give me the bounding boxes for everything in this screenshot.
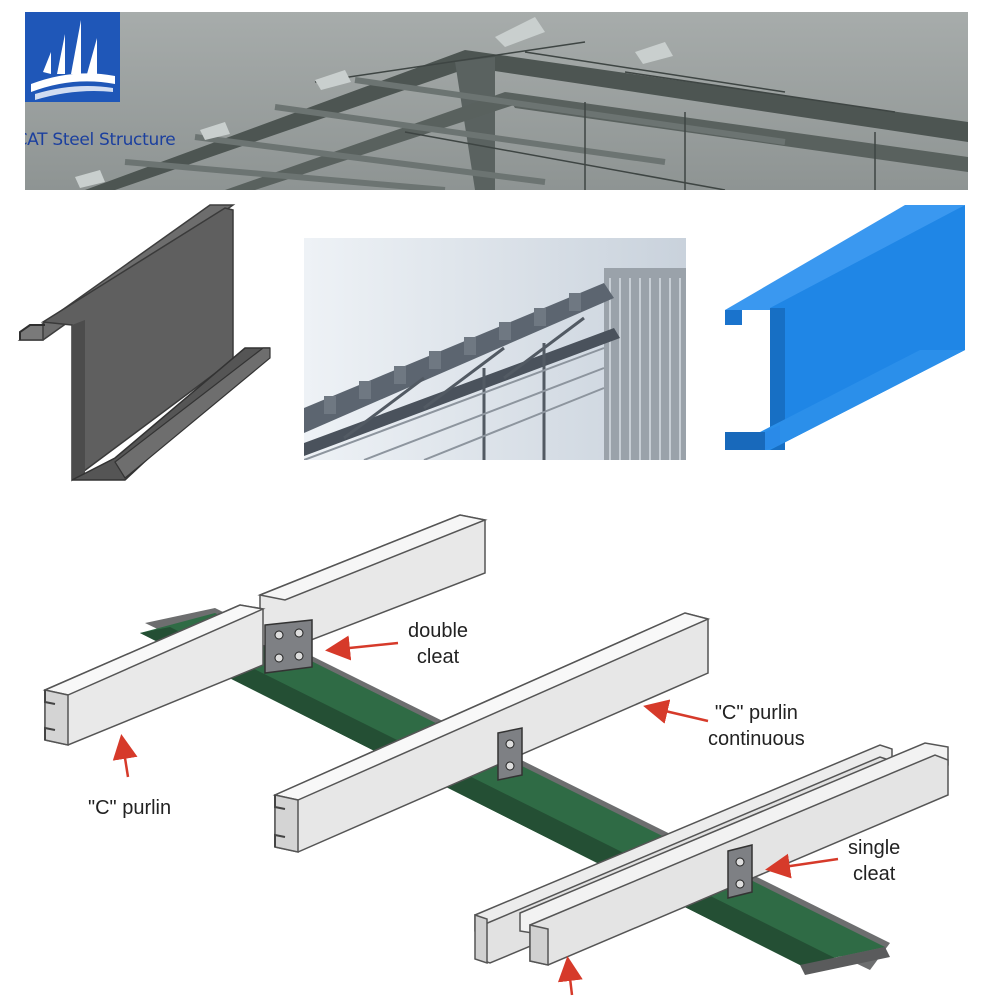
arrow-c-purlin bbox=[112, 734, 138, 778]
roof-structure-drawing bbox=[304, 238, 686, 460]
label-c-continuous-line2: continuous bbox=[708, 728, 805, 750]
label-single-cleat-line1: single bbox=[848, 837, 901, 859]
single-cleat-middle bbox=[497, 727, 523, 781]
label-double-cleat-line2: cleat bbox=[416, 646, 460, 668]
purlin-connection-diagram: double cleat "C" purlin continuous "C" p… bbox=[0, 495, 1000, 1000]
single-cleat-right bbox=[727, 844, 753, 899]
arrow-c-continuous bbox=[643, 699, 709, 724]
label-single-cleat-line2: cleat bbox=[853, 863, 896, 885]
c-purlin-continuous-middle bbox=[272, 612, 711, 853]
label-c-continuous-line1: "C" purlin bbox=[714, 702, 798, 724]
roof-frame-photo bbox=[25, 12, 968, 190]
roof-frame-photo-banner: CCAT Steel Structure bbox=[25, 12, 968, 190]
label-single-cleat: single cleat bbox=[848, 835, 900, 887]
z-purlin-shape bbox=[17, 204, 271, 482]
c-purlin-left bbox=[42, 604, 266, 746]
double-cleat bbox=[264, 619, 313, 674]
arrow-double-cleat bbox=[325, 635, 399, 661]
arrow-bottom bbox=[557, 956, 583, 996]
building-wave-logo-icon bbox=[25, 12, 120, 102]
label-c-purlin: "C" purlin bbox=[88, 797, 172, 819]
label-double-cleat-line1: double bbox=[408, 620, 469, 642]
z-purlin-image bbox=[15, 200, 275, 485]
purlin-diagram-drawing bbox=[42, 514, 949, 996]
label-c-purlin-continuous: "C" purlin continuous bbox=[708, 700, 805, 752]
arrow-single-cleat bbox=[765, 853, 839, 879]
c-purlin-shape bbox=[725, 205, 965, 450]
label-double-cleat: double cleat bbox=[408, 618, 468, 670]
c-purlin-image bbox=[720, 200, 970, 460]
callout-arrows bbox=[112, 635, 839, 996]
brand-name: CCAT Steel Structure bbox=[25, 130, 176, 150]
roof-structure-photo bbox=[304, 238, 686, 460]
